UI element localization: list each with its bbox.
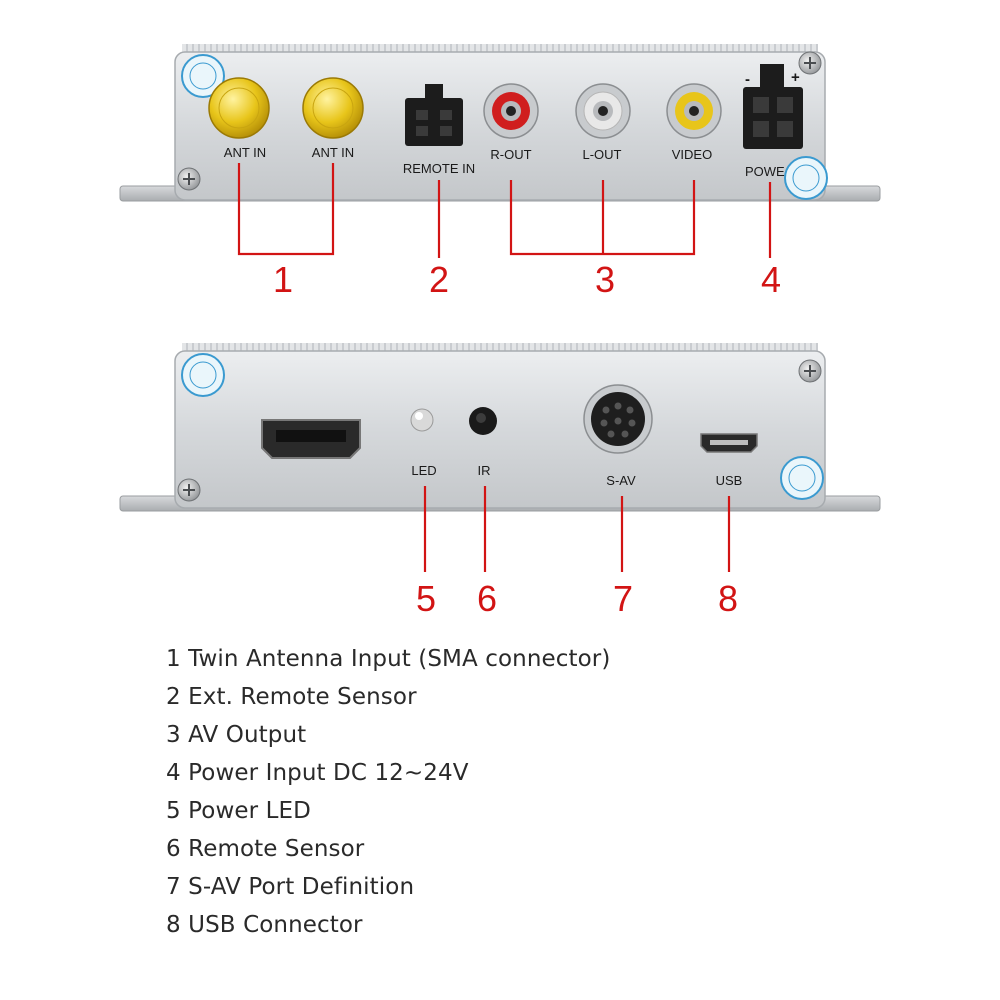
panel-face	[174, 350, 826, 509]
r-out-label: R-OUT	[490, 147, 531, 162]
hdmi-port	[261, 419, 361, 459]
screw-icon	[798, 359, 822, 383]
ir-sensor	[469, 407, 497, 435]
top-leader-lines	[237, 163, 772, 258]
power-label: POWE	[745, 164, 785, 179]
legend-item: 6 Remote Sensor	[166, 836, 365, 862]
legend-item: 7 S-AV Port Definition	[166, 874, 415, 900]
l-out-label: L-OUT	[583, 147, 622, 162]
callout-8: 8	[718, 578, 738, 619]
ant-in-label: ANT IN	[224, 145, 266, 160]
callout-6: 6	[477, 578, 497, 619]
qc-sticker	[181, 353, 225, 397]
s-av-label: S-AV	[606, 473, 636, 488]
device-diagram: ANT IN ANT IN REMOTE IN R-OUT L-OUT VIDE…	[119, 44, 881, 619]
ir-label: IR	[478, 463, 491, 478]
qc-sticker	[784, 156, 828, 200]
device-diagram-svg: ANT IN ANT IN REMOTE IN R-OUT L-OUT VIDE…	[119, 44, 881, 619]
screw-icon	[798, 51, 822, 75]
power-led	[410, 408, 434, 432]
bottom-panel: LED IR S-AV USB	[119, 343, 881, 512]
leader-line-3	[509, 180, 696, 256]
port-legend: 1 Twin Antenna Input (SMA connector) 2 E…	[166, 642, 610, 946]
legend-item: 5 Power LED	[166, 798, 311, 824]
sma-antenna-connector	[208, 77, 270, 139]
plus-sign: +	[791, 69, 800, 86]
led-label: LED	[411, 463, 436, 478]
callout-4: 4	[761, 259, 781, 300]
legend-item: 1 Twin Antenna Input (SMA connector)	[166, 646, 611, 672]
top-panel: ANT IN ANT IN REMOTE IN R-OUT L-OUT VIDE…	[119, 44, 881, 202]
usb-port	[700, 433, 758, 453]
remote-in-connector	[405, 84, 463, 146]
screw-icon	[177, 478, 201, 502]
rca-yellow-jack	[666, 83, 722, 139]
screw-icon	[177, 167, 201, 191]
remote-in-label: REMOTE IN	[403, 161, 475, 176]
rca-white-jack	[575, 83, 631, 139]
callout-5: 5	[416, 578, 436, 619]
callout-2: 2	[429, 259, 449, 300]
bottom-leader-lines	[423, 486, 731, 572]
s-av-port	[583, 384, 653, 454]
callout-7: 7	[613, 578, 633, 619]
callout-1: 1	[273, 259, 293, 300]
legend-item: 3 AV Output	[166, 722, 307, 748]
leader-line-1	[237, 163, 335, 256]
power-connector	[743, 64, 803, 149]
legend-item: 2 Ext. Remote Sensor	[166, 684, 417, 710]
rca-red-jack	[483, 83, 539, 139]
legend-item: 8 USB Connector	[166, 912, 363, 938]
qc-sticker	[780, 456, 824, 500]
ant-in-label: ANT IN	[312, 145, 354, 160]
callout-3: 3	[595, 259, 615, 300]
qc-sticker	[181, 54, 225, 98]
minus-sign: -	[745, 71, 750, 88]
sma-antenna-connector	[302, 77, 364, 139]
usb-label: USB	[716, 473, 743, 488]
legend-item: 4 Power Input DC 12~24V	[166, 760, 469, 786]
video-label: VIDEO	[672, 147, 712, 162]
